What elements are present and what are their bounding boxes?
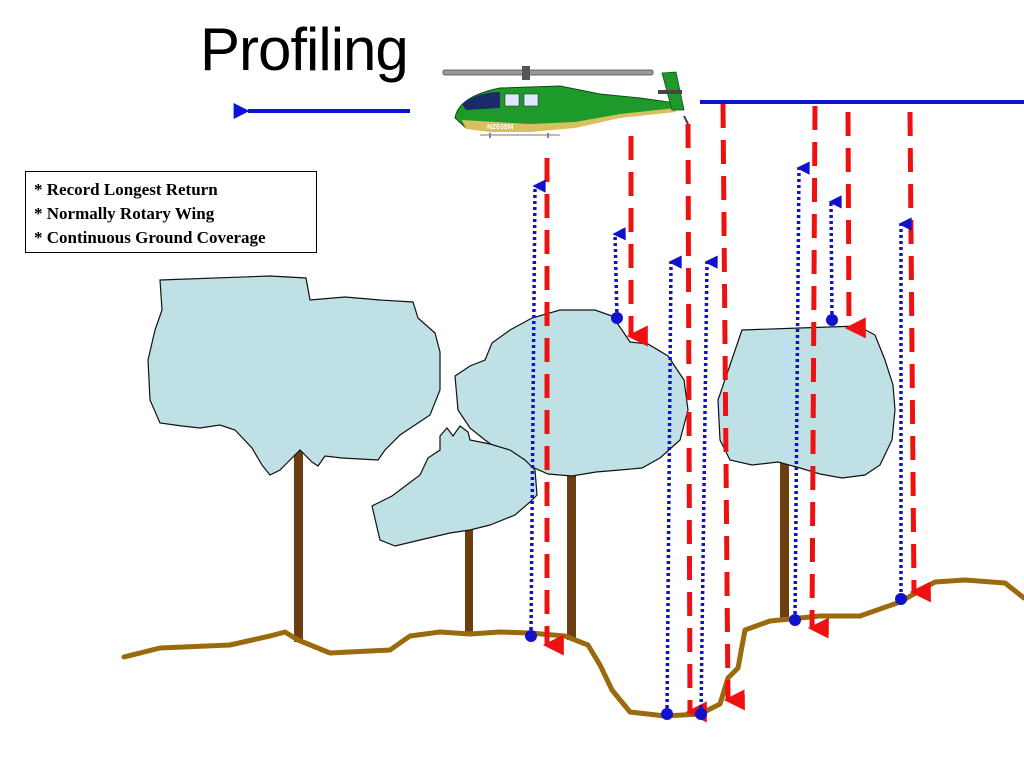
hit-point-4 [695,708,707,720]
return-4 [699,255,718,715]
hit-point-2 [611,312,623,324]
tree-canopies [147,275,896,547]
hit-point-6 [826,314,838,326]
helicopter-icon: N2035M [442,66,689,138]
hit-point-1 [525,630,537,642]
hit-point-3 [661,708,673,720]
note-normally-rotary-wing: * Normally Rotary Wing [34,204,215,223]
pulse-4 [720,103,745,711]
note-record-longest-return: * Record Longest Return [34,180,218,199]
pulse-3 [685,123,707,723]
aircraft-marking: N2035M [487,124,514,131]
hit-point-5 [789,614,801,626]
canopy-1 [147,275,441,476]
laser-returns [529,161,912,715]
return-6 [828,195,842,321]
return-3 [665,255,682,715]
return-hit-points [525,312,907,720]
trunk-1 [294,448,303,642]
trunk-4 [780,462,789,618]
canopy-4 [717,325,896,479]
tree-trunks [294,448,789,642]
trunk-3 [567,460,576,640]
pulse-7 [907,111,931,603]
canopy-3 [371,425,538,547]
ground-profile [121,577,1024,719]
laser-pulses [542,103,931,723]
note-continuous-ground-coverage: * Continuous Ground Coverage [34,228,266,247]
notes-box: * Record Longest Return * Normally Rotar… [25,171,317,253]
hit-point-7 [895,593,907,605]
pulse-5 [807,105,829,639]
page-title: Profiling [200,16,409,83]
trunk-2 [465,530,473,635]
pulse-6 [844,111,866,339]
return-2 [612,227,626,319]
